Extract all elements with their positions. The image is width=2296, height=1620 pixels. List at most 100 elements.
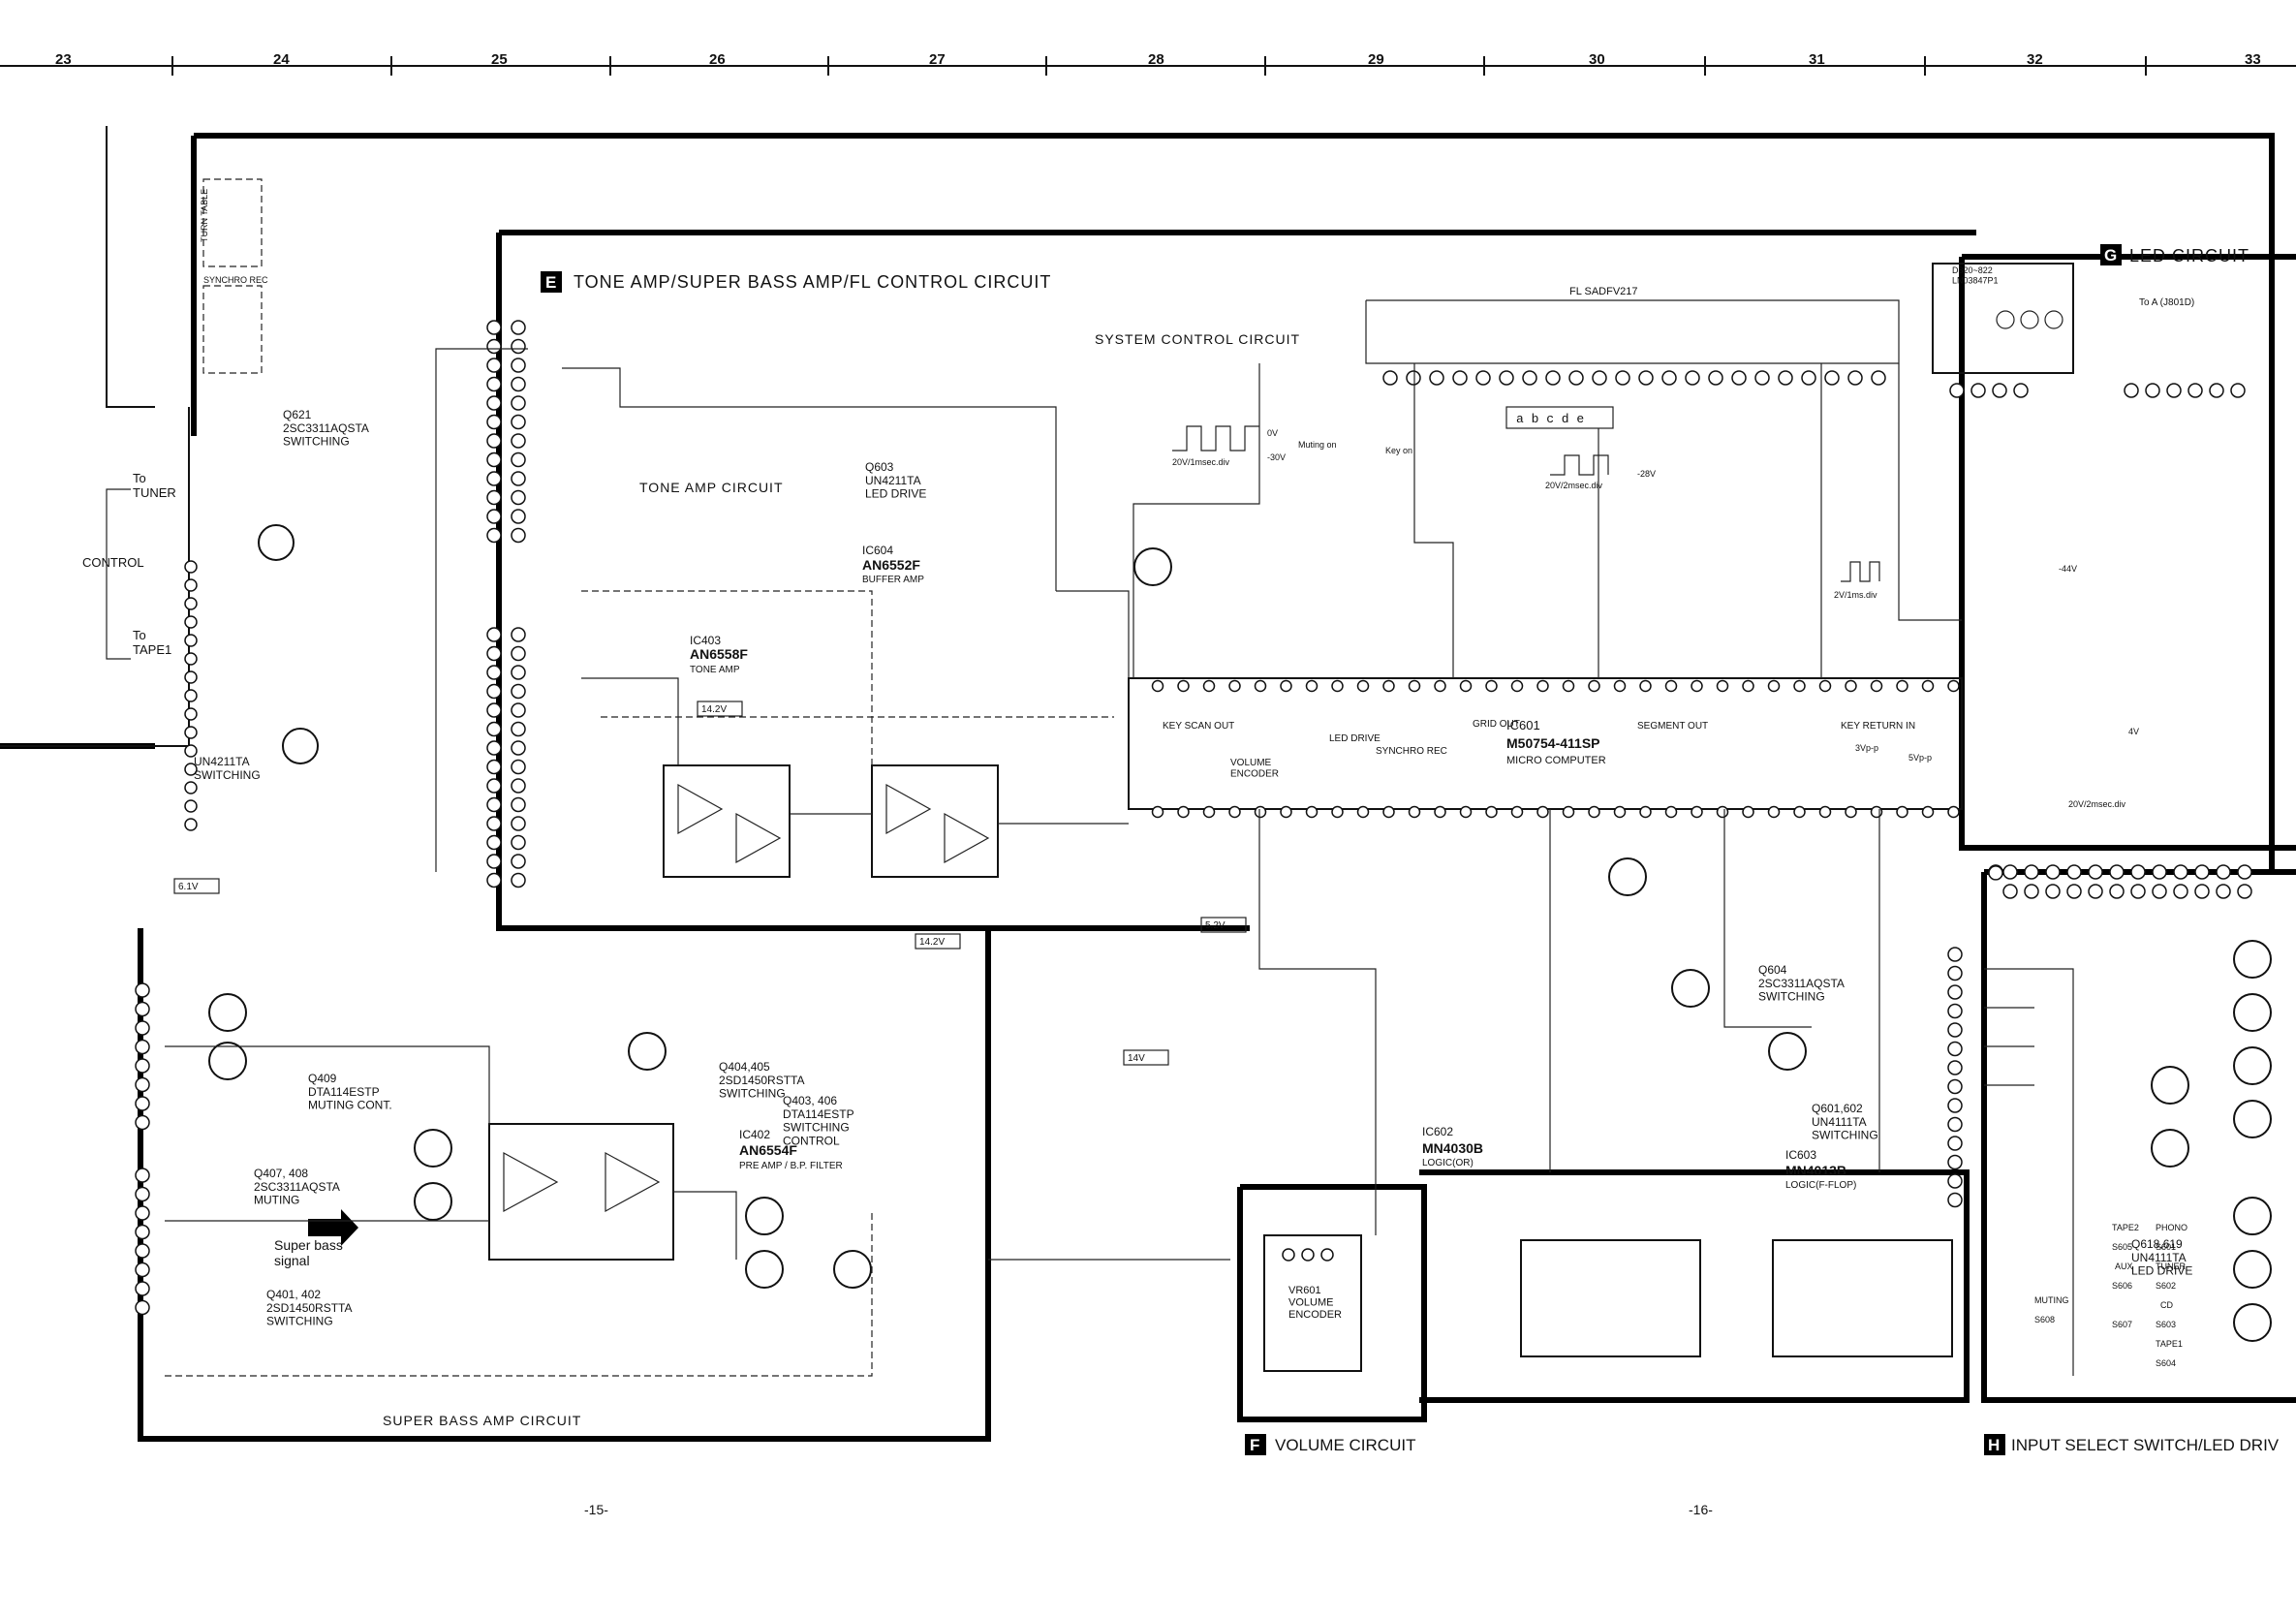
connector-pin	[486, 414, 502, 430]
connector-j606-pin	[2088, 864, 2103, 880]
waveforms: 20V/1msec.div 0V -30V Muting on Key on 2…	[1172, 297, 2194, 809]
led-drive-label: LED DRIVE	[1329, 733, 1381, 744]
ic601-pin	[1459, 679, 1473, 693]
ic403-tone-amp[interactable]: IC403 AN6558F TONE AMP	[663, 634, 791, 878]
connector-pin	[511, 740, 526, 756]
connector-j801-pin	[2124, 383, 2139, 398]
connector-pin	[135, 1262, 150, 1278]
sel-s603: S603	[2156, 1320, 2176, 1329]
ruler-label: 31	[1809, 51, 1825, 68]
wave-vm28-label: -28V	[1637, 469, 1656, 479]
ic601-desc: MICRO COMPUTER	[1506, 755, 1606, 766]
ic602-ref: IC602	[1422, 1125, 1453, 1138]
ic603-flip-flop[interactable]: IC603 MN4013B LOGIC(F-FLOP)	[1772, 1148, 1953, 1357]
connector-j606-pin	[2173, 864, 2188, 880]
connector-pin	[511, 834, 526, 851]
connector-columns	[135, 320, 2252, 1316]
ic602-desc: LOGIC(OR)	[1422, 1158, 1474, 1168]
connector-pin	[135, 1186, 150, 1202]
connector-pin	[486, 665, 502, 680]
fl-pin	[1592, 370, 1607, 386]
connector-j606-pin	[2109, 884, 2125, 899]
synchro-rec-label: SYNCHRO REC	[203, 275, 268, 285]
transistor-symbol	[414, 1182, 452, 1221]
fl-pin	[1452, 370, 1468, 386]
connector-j801-pin	[2230, 383, 2246, 398]
block-H-header: H INPUT SELECT SWITCH/LED DRIV	[1984, 1434, 2280, 1455]
connector-j606-pin	[2152, 864, 2167, 880]
connector-j609-pin	[2013, 383, 2029, 398]
input-selector-switches[interactable]: TAPE2 PHONO S605 S601 AUX TUNER S606 S60…	[2034, 1223, 2187, 1368]
synchro-rec-pin-label: SYNCHRO REC	[1376, 746, 1447, 757]
sel-s604: S604	[2156, 1358, 2176, 1368]
ic601-microcomputer[interactable]: IC601 M50754-411SP MICRO COMPUTER KEY SC…	[1128, 677, 1963, 819]
rail-tag-box	[1200, 917, 1247, 933]
connector-pin	[511, 796, 526, 813]
connector-pin	[1947, 1192, 1963, 1208]
ic601-pin	[1254, 805, 1267, 819]
connector-j606-pin	[2045, 884, 2061, 899]
transistor-symbol	[2233, 993, 2272, 1032]
block-G-letter: G	[2104, 246, 2117, 265]
block-G-header: G LED CIRCUIT	[2100, 244, 2249, 265]
svg-text:a b c d e: a b c d e	[1516, 412, 1584, 426]
ruler-label: 26	[709, 51, 726, 68]
ic601-pin	[1921, 805, 1935, 819]
connector-pin	[486, 854, 502, 869]
ic601-pin	[1280, 805, 1292, 819]
ic601-pin	[1305, 805, 1319, 819]
key-scan-out-label: KEY SCAN OUT	[1163, 721, 1234, 732]
rail-tag-label: 14.2V	[701, 704, 727, 715]
connector-pin	[511, 471, 526, 486]
connector-pin	[1947, 1041, 1963, 1057]
tone-amp-caption: TONE AMP CIRCUIT	[639, 480, 784, 495]
left-pin	[184, 744, 198, 758]
connector-pin	[1947, 1060, 1963, 1075]
ic602-logic-or[interactable]: IC602 MN4030B LOGIC(OR)	[1422, 1125, 1701, 1357]
connector-pin	[486, 471, 502, 486]
connector-pin	[486, 509, 502, 524]
connector-pin	[486, 433, 502, 449]
ic601-pin	[1562, 805, 1575, 819]
ic601-pin	[1793, 679, 1806, 693]
connector-j606-pin	[2216, 884, 2231, 899]
connector-pin	[486, 395, 502, 411]
connector-pin	[1947, 947, 1963, 962]
ic603-part: MN4013B	[1785, 1163, 1846, 1178]
transistor-symbol	[2233, 1100, 2272, 1138]
connector-j606-pin	[2066, 864, 2082, 880]
connector-pin	[135, 1058, 150, 1074]
fl-pin	[1429, 370, 1444, 386]
ic601-pin	[1716, 805, 1729, 819]
connector-pin	[486, 683, 502, 700]
sel-cd: CD	[2160, 1300, 2173, 1310]
transistor-symbol	[2233, 1250, 2272, 1289]
ic601-pin	[1202, 805, 1216, 819]
connector-pin	[511, 683, 526, 700]
connector-pin	[486, 489, 502, 506]
transistor-symbol	[2233, 1303, 2272, 1342]
ic601-pin	[1767, 679, 1781, 693]
ic604-buffer-amp[interactable]: IC604 AN6552F BUFFER AMP	[862, 544, 999, 878]
connector-pin	[1947, 1154, 1963, 1170]
ic601-pin	[1716, 679, 1729, 693]
left-pin	[184, 634, 198, 647]
ic602-part: MN4030B	[1422, 1140, 1483, 1156]
system-control-caption: SYSTEM CONTROL CIRCUIT	[1095, 331, 1300, 347]
connector-j606-pin	[2024, 884, 2039, 899]
connector-pin	[135, 1020, 150, 1036]
connector-pin	[511, 433, 526, 449]
connector-pin	[511, 627, 526, 642]
ic402-ref: IC402	[739, 1128, 770, 1141]
connector-j609-pin	[1992, 383, 2007, 398]
ic601-pin	[1691, 679, 1703, 693]
turntable-label: TURN TABLE	[200, 189, 209, 242]
connector-pin	[486, 759, 502, 775]
connector-j602	[486, 627, 502, 888]
connector-pin	[486, 320, 502, 335]
